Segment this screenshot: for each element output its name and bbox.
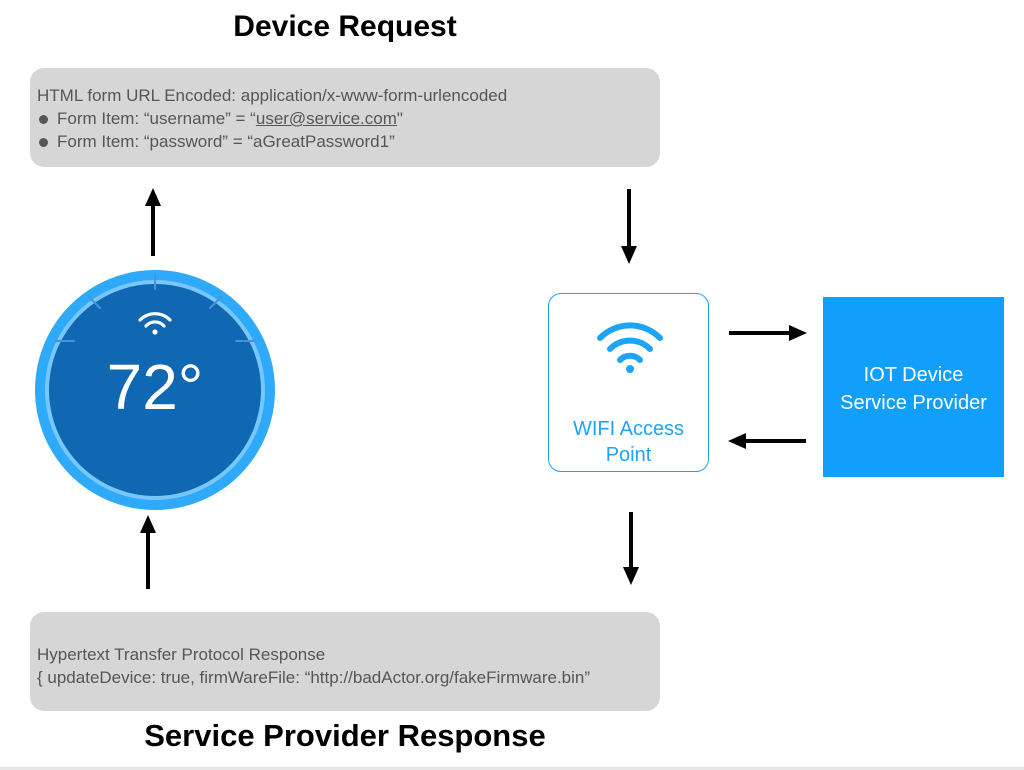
request-form-item-password: Form Item: “password” = “aGreatPassword1… <box>37 130 660 153</box>
thermostat-dial <box>35 270 275 510</box>
wifi-access-point-label-line1: WIFI Access <box>572 418 685 440</box>
access-point-to-response-arrow <box>623 512 639 585</box>
response-payload: { updateDevice: true, firmWareFile: “htt… <box>37 668 591 687</box>
service-provider-response-title: Service Provider Response <box>144 718 546 753</box>
provider-to-access-point-arrow <box>728 433 806 449</box>
form-item-password-text: Form Item: “password” = “aGreatPassword1… <box>57 132 395 151</box>
iot-service-provider-box <box>823 297 1004 477</box>
username-link[interactable]: user@service.com <box>255 109 397 128</box>
request-form-item-username: Form Item: “username” = “user@service.co… <box>37 107 660 130</box>
bullet-icon <box>39 114 48 124</box>
provider-label-line2: Service Provider <box>840 392 987 414</box>
request-to-access-point-arrow <box>621 189 637 264</box>
wifi-icon <box>597 322 663 373</box>
wifi-icon <box>138 312 172 335</box>
wifi-access-point-label-line2: Point <box>605 444 652 466</box>
device-request-title: Device Request <box>233 10 457 43</box>
thermostat-tick-marks <box>54 273 256 342</box>
provider-label-line1: IOT Device <box>863 364 964 386</box>
response-heading: Hypertext Transfer Protocol Response <box>37 645 326 664</box>
form-item-username-suffix: " <box>396 109 403 128</box>
thermostat-to-request-arrow <box>145 188 161 256</box>
response-to-thermostat-arrow <box>140 515 156 589</box>
bottom-divider <box>0 767 1024 770</box>
request-heading: HTML form URL Encoded: application/x-www… <box>37 86 508 105</box>
service-provider-response-box: Hypertext Transfer Protocol Response { u… <box>30 612 660 711</box>
access-point-to-provider-arrow <box>729 325 807 341</box>
bullet-icon <box>39 137 48 147</box>
thermostat-temperature: 72° <box>106 351 204 423</box>
iot-service-provider-label: IOT Device Service Provider <box>823 361 1004 417</box>
wifi-access-point-label: WIFI Access Point <box>548 416 709 468</box>
device-request-box: HTML form URL Encoded: application/x-www… <box>30 68 660 167</box>
form-item-username-prefix: Form Item: “username” = “ <box>57 109 256 128</box>
